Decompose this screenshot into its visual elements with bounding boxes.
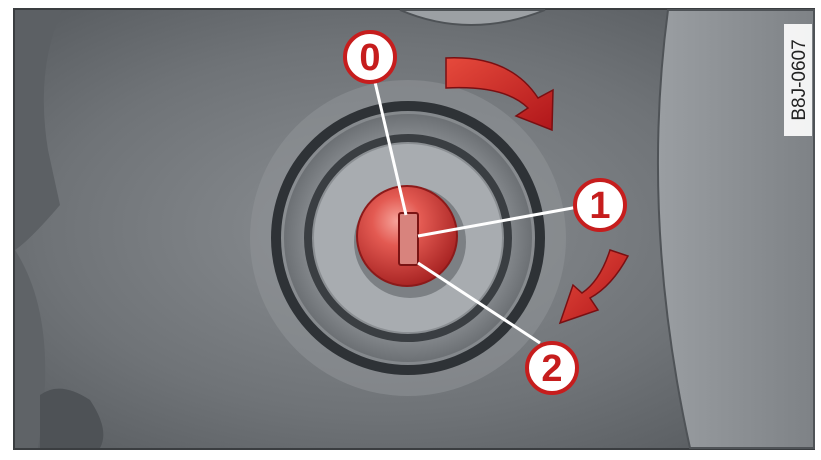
callout-1-label: 1 [589, 185, 610, 227]
callout-1: 1 [575, 180, 625, 230]
callout-0-label: 0 [359, 37, 380, 79]
callout-2: 2 [527, 343, 577, 393]
callout-0: 0 [345, 32, 395, 82]
figure-code: B8J-0607 [789, 39, 810, 120]
key-slot [399, 213, 418, 265]
callout-2-label: 2 [541, 348, 562, 390]
